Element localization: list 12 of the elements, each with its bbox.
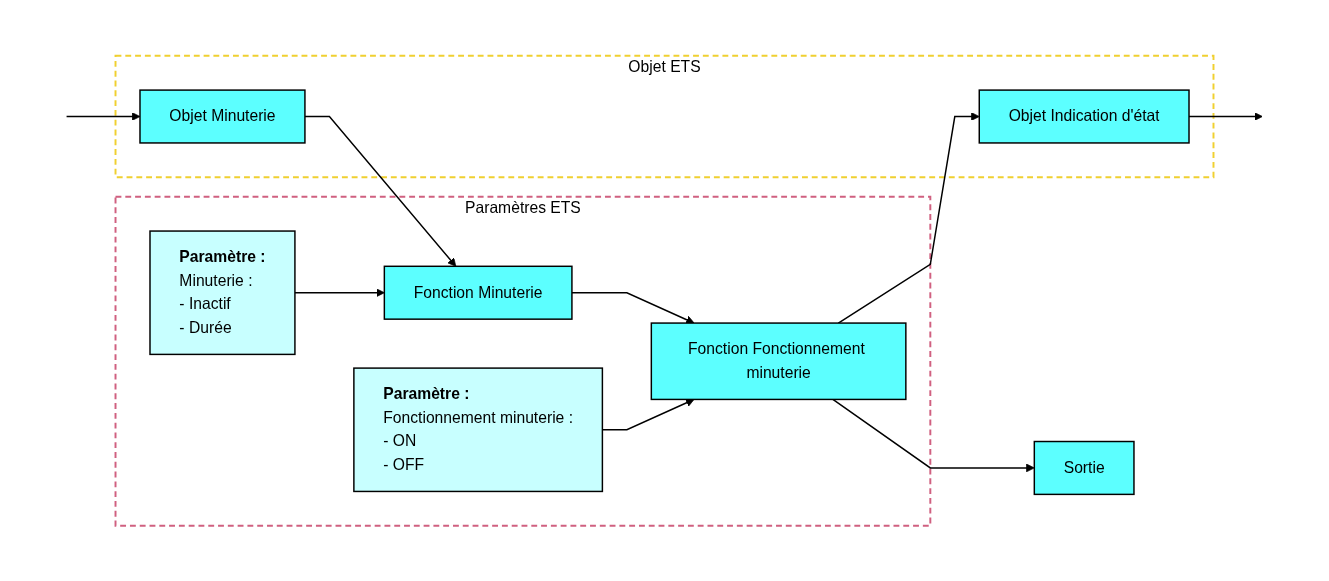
node-box: Objet Minuterie [139,89,306,144]
arrow [294,288,385,297]
arrow [837,111,980,324]
arrow [571,291,695,324]
node-box: Fonction Fonctionnement minuterie [650,322,907,400]
node-box: Paramètre : Minuterie : - Inactif - Durée [149,230,296,355]
node-box: Paramètre : Fonctionnement minuterie : - ON - OFF [353,367,604,492]
node-box: Sortie [1033,440,1135,495]
node-box: Fonction Minuterie [383,265,573,320]
arrow [832,398,1035,472]
arrow [304,115,457,267]
node-box: Objet Indication d'état [978,89,1190,144]
